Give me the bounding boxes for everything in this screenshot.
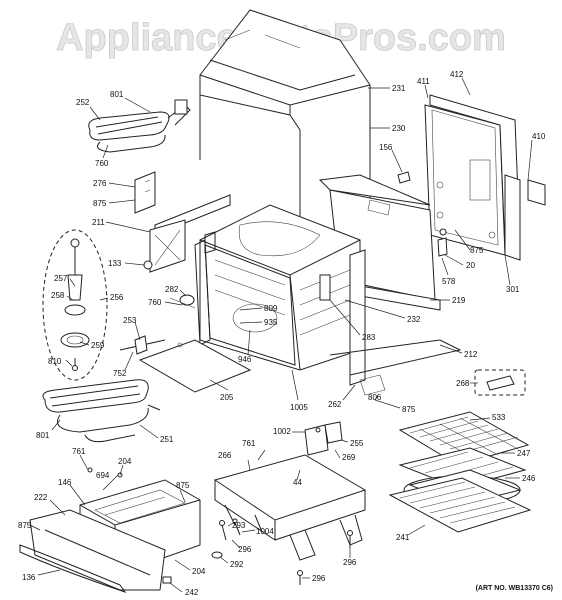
callout-253: 253 xyxy=(123,316,137,325)
callout-292: 292 xyxy=(230,560,244,569)
bracket-276 xyxy=(134,171,156,214)
callout-212: 212 xyxy=(464,350,478,359)
callout-946: 946 xyxy=(238,355,252,364)
bracket-268 xyxy=(474,369,526,396)
callout-211: 211 xyxy=(92,218,105,227)
callout-283: 283 xyxy=(362,333,376,342)
callout-labels: 801 252 760 276 875 211 133 257 258 256 … xyxy=(18,70,546,597)
callout-262: 262 xyxy=(328,400,342,409)
callout-232: 232 xyxy=(407,315,421,324)
callout-146: 146 xyxy=(58,478,72,487)
callout-219: 219 xyxy=(452,296,466,305)
callout-1002: 1002 xyxy=(273,427,291,436)
callout-694: 694 xyxy=(96,471,110,480)
bottom-panel-205 xyxy=(138,339,252,393)
callout-801: 801 xyxy=(110,90,124,99)
latch-assembly xyxy=(299,421,343,491)
callout-251: 251 xyxy=(160,435,174,444)
callout-266: 266 xyxy=(218,451,232,460)
callout-810: 810 xyxy=(48,357,62,366)
callout-241: 241 xyxy=(396,533,410,542)
callout-133: 133 xyxy=(108,259,122,268)
callout-205: 205 xyxy=(220,393,234,402)
callout-412: 412 xyxy=(450,70,464,79)
callout-296: 296 xyxy=(312,574,326,583)
side-panel-211 xyxy=(149,194,231,273)
callout-222: 222 xyxy=(34,493,48,502)
callout-760: 760 xyxy=(148,298,162,307)
drawer-base-266 xyxy=(213,454,367,561)
callout-282: 282 xyxy=(165,285,179,294)
callout-293: 293 xyxy=(232,521,246,530)
callout-259: 259 xyxy=(91,341,105,350)
callout-20: 20 xyxy=(466,261,475,270)
callout-801: 801 xyxy=(36,431,50,440)
callout-410: 410 xyxy=(532,132,546,141)
callout-875: 875 xyxy=(18,521,32,530)
callout-258: 258 xyxy=(51,291,65,300)
callout-875: 875 xyxy=(176,481,190,490)
callout-760: 760 xyxy=(95,159,109,168)
callout-875: 875 xyxy=(93,199,107,208)
callout-156: 156 xyxy=(379,143,393,152)
callout-230: 230 xyxy=(392,124,406,133)
callout-269: 269 xyxy=(342,453,356,462)
callout-1005: 1005 xyxy=(290,403,308,412)
callout-255: 255 xyxy=(350,439,364,448)
callout-256: 256 xyxy=(110,293,124,302)
callout-935: 935 xyxy=(264,318,278,327)
callout-242: 242 xyxy=(185,588,199,597)
art-number: (ART NO. WB13370 C6) xyxy=(476,585,553,592)
callout-578: 578 xyxy=(442,277,456,286)
bake-element xyxy=(42,379,161,443)
callout-252: 252 xyxy=(76,98,90,107)
callout-806: 806 xyxy=(368,393,382,402)
callout-268: 268 xyxy=(456,379,470,388)
broil-element xyxy=(88,99,191,153)
callout-1004: 1004 xyxy=(256,527,274,536)
callout-809: 809 xyxy=(264,304,278,313)
callout-301: 301 xyxy=(506,285,520,294)
callout-44: 44 xyxy=(293,478,302,487)
oven-bottom-212 xyxy=(329,339,462,396)
screws xyxy=(87,467,353,585)
callout-296: 296 xyxy=(238,545,252,554)
callout-761: 761 xyxy=(72,447,86,456)
oven-cavity xyxy=(194,204,366,386)
callout-246: 246 xyxy=(522,474,536,483)
callout-752: 752 xyxy=(113,369,127,378)
callout-875: 875 xyxy=(470,246,484,255)
oven-racks xyxy=(388,411,532,533)
callout-875: 875 xyxy=(402,405,416,414)
rear-panel-assembly xyxy=(424,94,546,261)
callout-257: 257 xyxy=(54,274,68,283)
bracket-253 xyxy=(119,335,166,355)
callout-204: 204 xyxy=(192,567,206,576)
callout-231: 231 xyxy=(392,84,406,93)
convection-fan-assembly xyxy=(42,229,108,381)
warming-drawer xyxy=(19,479,201,593)
leader-lines xyxy=(29,77,533,593)
outer-cabinet-wrapper xyxy=(199,9,371,256)
callout-761: 761 xyxy=(242,439,256,448)
callout-247: 247 xyxy=(517,449,531,458)
misc-small-parts xyxy=(72,171,448,371)
callout-296: 296 xyxy=(343,558,357,567)
callout-136: 136 xyxy=(22,573,36,582)
callout-533: 533 xyxy=(492,413,506,422)
callout-276: 276 xyxy=(93,179,107,188)
callout-204: 204 xyxy=(118,457,132,466)
callout-411: 411 xyxy=(417,77,430,86)
